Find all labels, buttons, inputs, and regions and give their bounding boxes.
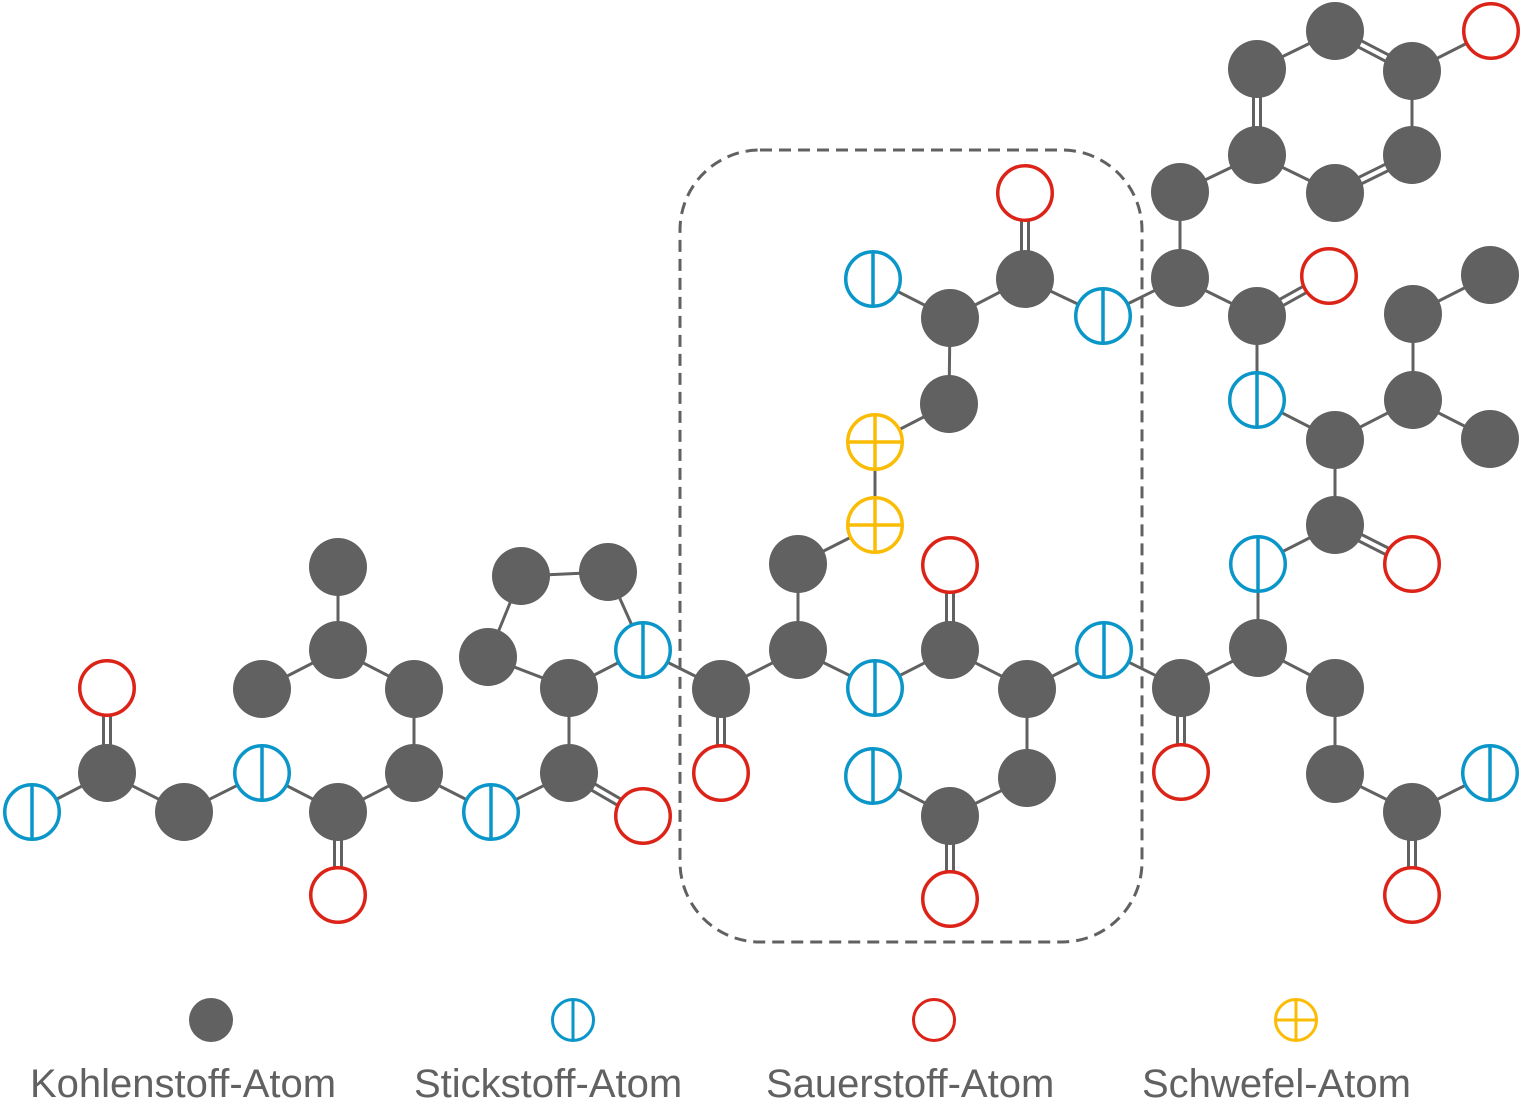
nitrogen-atom	[1228, 371, 1286, 429]
oxygen-atom	[1462, 2, 1520, 60]
legend-label-nitrogen: Stickstoff-Atom	[414, 1062, 683, 1106]
nitrogen-atom	[844, 250, 902, 308]
carbon-atom	[1151, 163, 1209, 221]
carbon-atom	[921, 621, 979, 679]
carbon-atom	[78, 744, 136, 802]
carbon-atom	[1461, 246, 1519, 304]
carbon-atom	[155, 783, 213, 841]
carbon-atom	[385, 660, 443, 718]
carbon-atom	[998, 749, 1056, 807]
oxygen-atom	[996, 164, 1054, 222]
oxygen-atom	[614, 787, 672, 845]
carbon-atom	[1228, 126, 1286, 184]
carbon-atom	[996, 250, 1054, 308]
nitrogen-atom	[1074, 287, 1132, 345]
sulfur-atom	[846, 413, 904, 471]
carbon-atom	[1384, 371, 1442, 429]
carbon-atom	[1151, 249, 1209, 307]
carbon-atom	[998, 660, 1056, 718]
nitrogen-atom	[3, 783, 61, 841]
carbon-atom	[1383, 126, 1441, 184]
nitrogen-atom-icon	[551, 998, 595, 1042]
oxygen-atom	[921, 536, 979, 594]
carbon-atom	[579, 543, 637, 601]
carbon-atom	[309, 538, 367, 596]
carbon-atom	[921, 289, 979, 347]
carbon-atom	[921, 787, 979, 845]
carbon-atom	[385, 744, 443, 802]
carbon-atom	[1461, 410, 1519, 468]
oxygen-atom	[78, 659, 136, 717]
legend-label-carbon: Kohlenstoff-Atom	[30, 1062, 337, 1106]
nitrogen-atom	[844, 747, 902, 805]
oxygen-atom	[309, 866, 367, 924]
carbon-atom	[1306, 2, 1364, 60]
nitrogen-atom	[846, 659, 904, 717]
carbon-atom	[309, 621, 367, 679]
carbon-atom	[692, 660, 750, 718]
oxygen-atom	[692, 744, 750, 802]
atoms-layer	[3, 2, 1520, 928]
nitrogen-atom	[462, 783, 520, 841]
oxygen-atom-icon	[912, 998, 956, 1042]
oxygen-atom	[1300, 247, 1358, 305]
carbon-atom	[1383, 783, 1441, 841]
carbon-atom	[920, 375, 978, 433]
nitrogen-atom	[1075, 621, 1133, 679]
oxygen-atom	[1383, 535, 1441, 593]
nitrogen-atom	[614, 621, 672, 679]
carbon-atom	[1228, 287, 1286, 345]
carbon-atom	[1384, 285, 1442, 343]
carbon-atom	[1306, 411, 1364, 469]
carbon-atom	[309, 783, 367, 841]
nitrogen-atom	[1461, 744, 1519, 802]
carbon-atom	[540, 744, 598, 802]
carbon-atom	[233, 660, 291, 718]
oxygen-atom	[921, 870, 979, 928]
carbon-atom	[1306, 659, 1364, 717]
sulfur-atom	[846, 496, 904, 554]
carbon-atom-icon	[189, 998, 233, 1042]
oxygen-atom	[1152, 743, 1210, 801]
carbon-atom	[1306, 496, 1364, 554]
carbon-atom	[769, 535, 827, 593]
carbon-atom	[459, 628, 517, 686]
carbon-atom	[540, 659, 598, 717]
carbon-atom	[492, 547, 550, 605]
legend-label-oxygen: Sauerstoff-Atom	[766, 1062, 1055, 1106]
legend-label-sulfur: Schwefel-Atom	[1142, 1062, 1411, 1106]
carbon-atom	[1383, 42, 1441, 100]
legend-icons	[189, 998, 1318, 1042]
highlighted-residue-box	[678, 148, 1144, 944]
nitrogen-atom	[1229, 535, 1287, 593]
sulfur-atom-icon	[1274, 998, 1318, 1042]
nitrogen-atom	[233, 744, 291, 802]
carbon-atom	[1229, 619, 1287, 677]
carbon-atom	[1306, 164, 1364, 222]
carbon-atom	[769, 621, 827, 679]
carbon-atom	[1306, 745, 1364, 803]
carbon-atom	[1152, 659, 1210, 717]
carbon-atom	[1228, 40, 1286, 98]
oxygen-atom	[1383, 866, 1441, 924]
